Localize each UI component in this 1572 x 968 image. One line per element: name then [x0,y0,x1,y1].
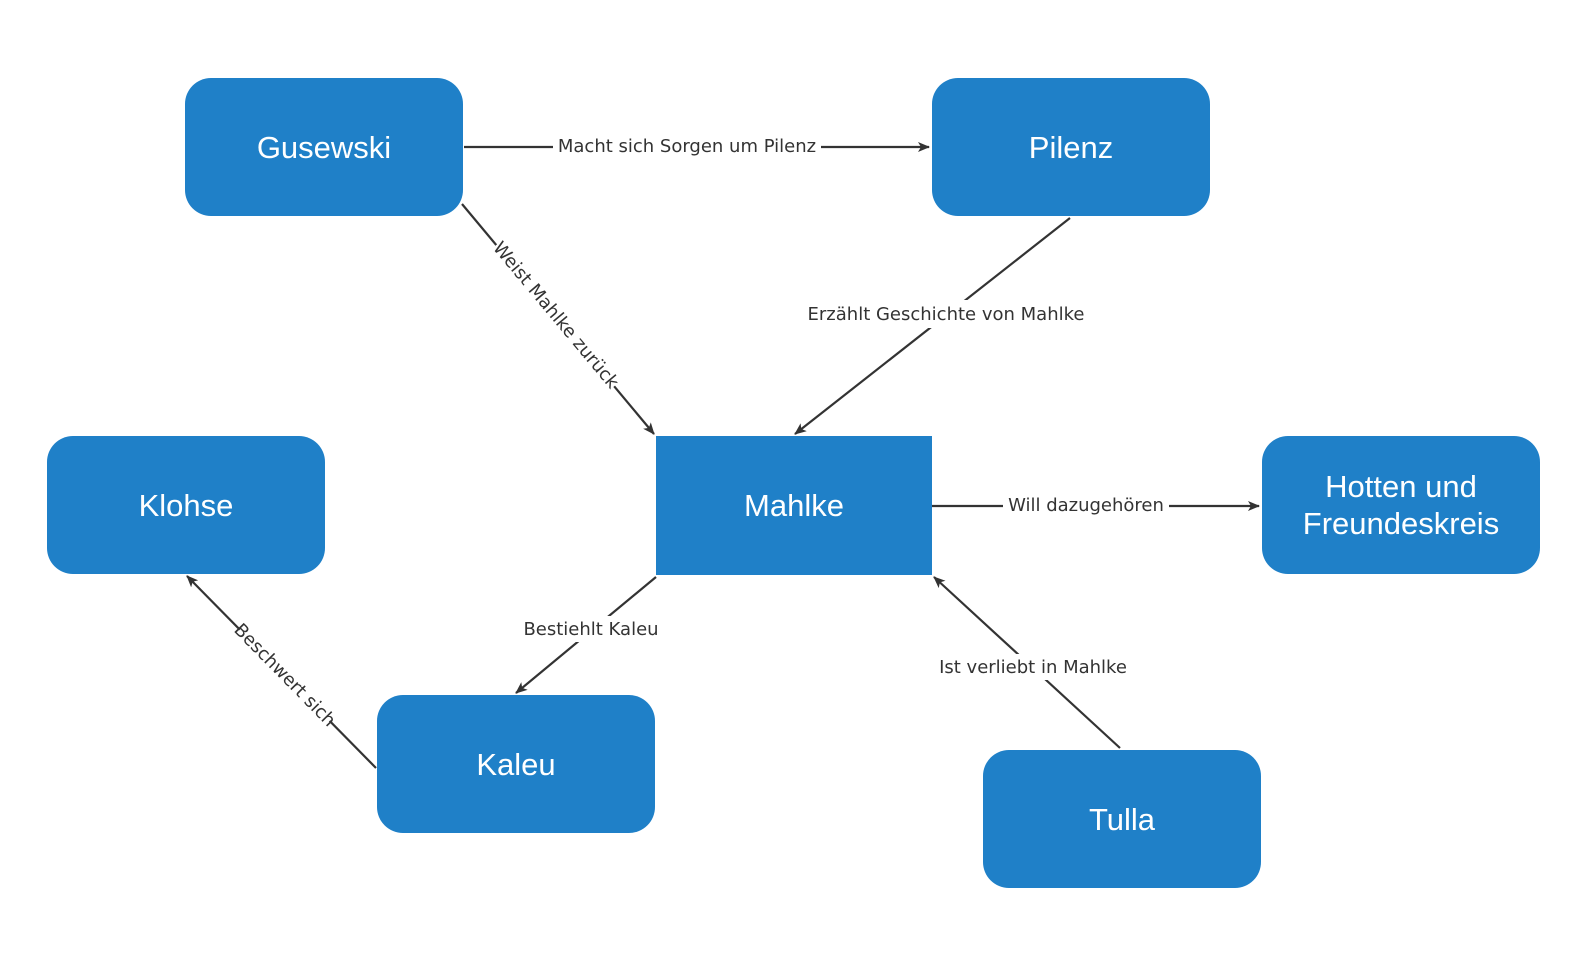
edge-gusewski-mahlke-label: Weist Mahlke zurück [488,238,623,393]
edge-kaleu-klohse: Beschwert sich [186,575,377,769]
edge-tulla-mahlke: Ist verliebt in Mahlke [933,576,1131,749]
node-pilenz: Pilenz [932,78,1210,216]
node-klohse: Klohse [47,436,325,574]
edge-mahlke-hotten: Will dazugehören [932,492,1260,518]
node-tulla: Tulla [983,750,1261,888]
node-gusewski: Gusewski [185,78,463,216]
node-mahlke: Mahlke [656,436,932,575]
edge-gusewski-mahlke: Weist Mahlke zurück [461,203,655,435]
edge-gusewski-pilenz: Macht sich Sorgen um Pilenz [464,133,930,159]
edge-pilenz-mahlke-label: Erzählt Geschichte von Mahlke [808,304,1085,325]
edge-kaleu-klohse-label: Beschwert sich [230,620,340,732]
edge-pilenz-mahlke: Erzählt Geschichte von Mahlke [794,217,1087,435]
edge-gusewski-pilenz-label: Macht sich Sorgen um Pilenz [558,136,816,157]
edge-mahlke-hotten-label: Will dazugehören [1008,495,1164,516]
edge-mahlke-kaleu-label: Bestiehlt Kaleu [523,619,658,640]
edge-mahlke-kaleu: Bestiehlt Kaleu [515,576,662,694]
node-kaleu: Kaleu [377,695,655,833]
edge-tulla-mahlke-label: Ist verliebt in Mahlke [939,657,1127,678]
node-hotten-und-freundeskreis: Hotten und Freundeskreis [1262,436,1540,574]
